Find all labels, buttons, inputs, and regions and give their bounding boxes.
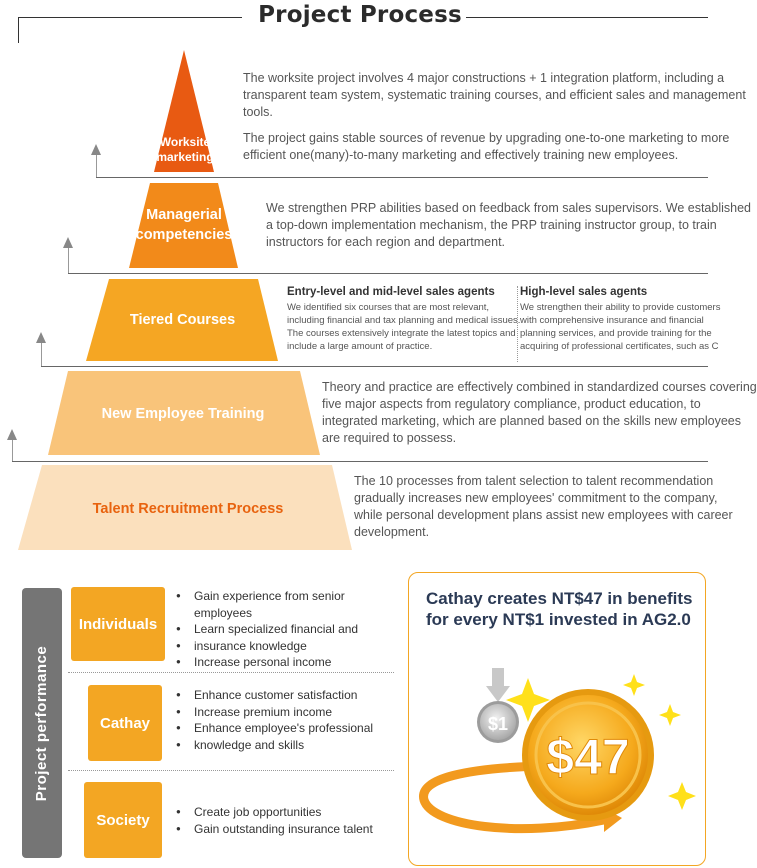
big-coin-icon bbox=[522, 689, 654, 821]
stem-1 bbox=[96, 155, 97, 177]
sparkle-icon bbox=[623, 674, 645, 696]
tier-training-label: New Employee Training bbox=[101, 406, 265, 422]
performance-side-label: Project performance bbox=[33, 645, 51, 801]
tier-managerial-description: We strengthen PRP abilities based on fee… bbox=[266, 201, 751, 249]
separator-1 bbox=[96, 177, 708, 178]
tier-worksite-shape bbox=[154, 50, 214, 172]
tier-recruitment-shape bbox=[18, 465, 352, 550]
stem-4 bbox=[12, 440, 13, 461]
tier-tiered-label: Tiered Courses bbox=[129, 312, 236, 328]
up-arrow-icon bbox=[7, 429, 17, 440]
tier-managerial-label: Managerial competencies bbox=[135, 207, 233, 243]
group-divider bbox=[68, 770, 394, 771]
separator-2 bbox=[68, 273, 708, 274]
group-society-list: Create job opportunities Gain outstandin… bbox=[172, 804, 402, 837]
swoosh-arrow-icon bbox=[419, 761, 609, 834]
sparkle-icon bbox=[659, 704, 681, 726]
tier-recruitment-description: The 10 processes from talent selection t… bbox=[354, 474, 733, 539]
separator-4 bbox=[12, 461, 708, 462]
tier-tiered-shape bbox=[86, 279, 278, 361]
group-cathay-list: Enhance customer satisfaction Increase p… bbox=[172, 687, 402, 753]
separator-3 bbox=[41, 366, 708, 367]
big-coin-label: $47 bbox=[546, 729, 629, 785]
performance-side-bar bbox=[22, 588, 62, 858]
group-divider bbox=[68, 672, 394, 673]
title-rule-left-tick bbox=[18, 17, 19, 43]
benefit-illustration: $1 $47 bbox=[419, 668, 696, 834]
page-title: Project Process bbox=[258, 2, 462, 28]
small-coin-label: $1 bbox=[488, 714, 508, 734]
process-pyramid bbox=[18, 50, 352, 550]
sparkle-icon bbox=[668, 782, 696, 810]
tier-worksite-description: The worksite project involves 4 major co… bbox=[243, 71, 746, 162]
title-rule-right bbox=[466, 17, 708, 18]
sparkle-icon bbox=[506, 678, 550, 722]
small-coin-icon bbox=[477, 701, 519, 743]
group-individuals-list: Gain experience from senior employees Le… bbox=[172, 588, 402, 671]
down-arrow-icon bbox=[486, 668, 510, 702]
tiered-divider bbox=[517, 286, 518, 362]
tier-training-description: Theory and practice are effectively comb… bbox=[322, 380, 757, 445]
title-rule-left bbox=[18, 17, 242, 18]
up-arrow-icon bbox=[91, 144, 101, 155]
tier-managerial-shape bbox=[129, 183, 238, 268]
up-arrow-icon bbox=[63, 237, 73, 248]
group-individuals-badge: Individuals bbox=[71, 587, 165, 661]
tier-worksite-label: Worksite marketing bbox=[156, 135, 214, 164]
up-arrow-icon bbox=[36, 332, 46, 343]
benefit-title: Cathay creates NT$47 in benefits for eve… bbox=[426, 589, 693, 629]
tier-training-shape bbox=[48, 371, 320, 455]
tier-recruitment-label: Talent Recruitment Process bbox=[92, 501, 284, 517]
group-cathay-badge: Cathay bbox=[88, 685, 162, 761]
group-society-badge: Society bbox=[84, 782, 162, 858]
stem-2 bbox=[68, 248, 69, 273]
tier-tiered-right: High-level sales agents We strengthen th… bbox=[520, 286, 721, 352]
stem-3 bbox=[41, 343, 42, 366]
tier-tiered-left: Entry-level and mid-level sales agents W… bbox=[287, 286, 521, 352]
